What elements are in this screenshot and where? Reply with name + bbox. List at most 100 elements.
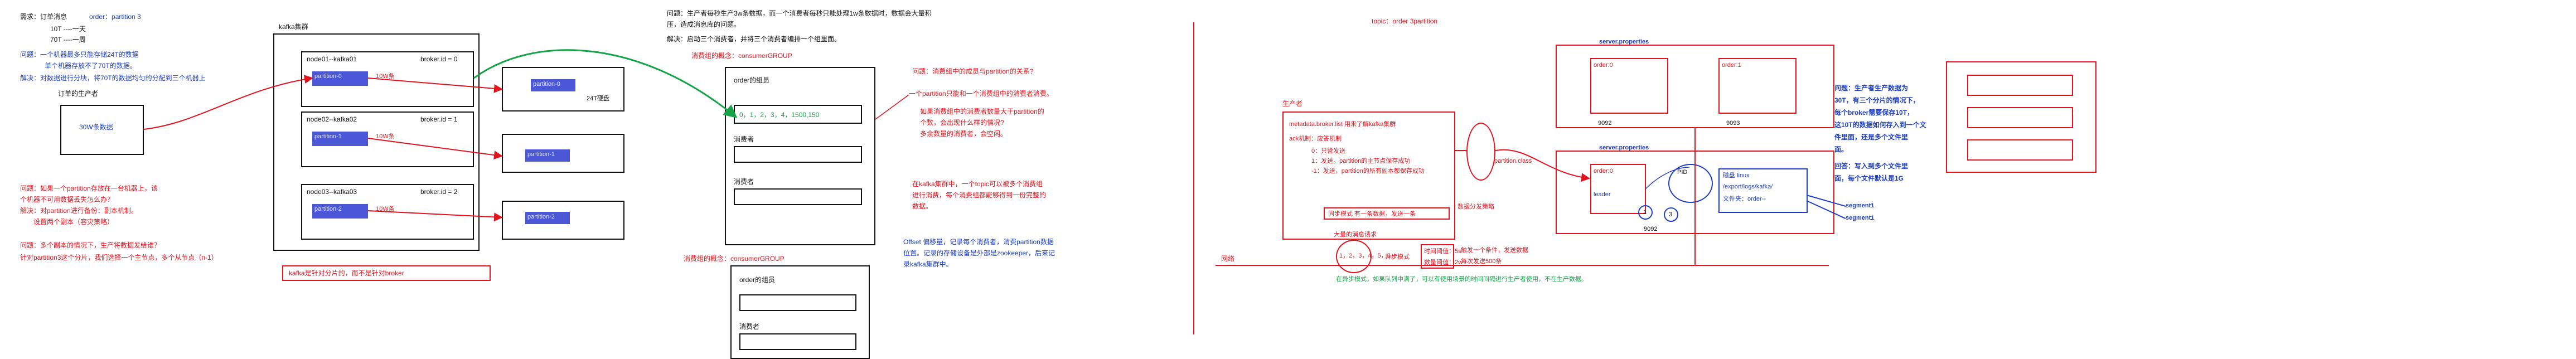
async-queue-oval: 1，2，3，4，5，6， [1336, 240, 1397, 273]
count-threshold: 数量阈值：2w [1424, 259, 1463, 266]
rule-extra-consumers: 如果消费组中的消费者数量大于partition的 [920, 108, 1044, 115]
partition-0-count: 10W条 [376, 73, 395, 80]
replica-1-box: partition-1 [502, 134, 624, 173]
p1-replica-line [367, 138, 503, 160]
rule-one-partition: 一个partition只能和一个消费组中的消费者消费。 [909, 90, 1053, 98]
consumer-group-1: order的组员 0，1，2，3，4，1500,150 消费者 消费者 [725, 67, 875, 245]
broker-node03: node03--kafka03 broker.id = 2 partition-… [301, 184, 474, 240]
topic-label: order：partition 3 [89, 13, 141, 21]
leader-label: leader [1594, 191, 1611, 198]
partition-note-box: kafka是针对分片的，而不是针对broker [282, 265, 491, 281]
node01-label: node01--kafka01 [307, 55, 357, 63]
dispatch-strategy: 数据分发策略 [1458, 203, 1494, 210]
order1: order:1 [1722, 62, 1741, 69]
rule-extra-consumers-3: 多余数量的消费者，会空闲。 [920, 130, 1008, 138]
segment-line-2 [1806, 200, 1846, 219]
backlog-question: 问题：生产者每秒生产3w条数据，而一个消费者每秒只能处理1w条数据时，数据会大量… [667, 9, 932, 17]
metadata-broker-list: metadata.broker.list 用来了解kafka集群 [1289, 121, 1396, 128]
rule-extra-consumers-2: 个数，会出现什么样的情况? [920, 119, 1004, 127]
question-storage-2: 单个机器存放不了70T的数据。 [45, 62, 137, 70]
partition-note: kafka是针对分片的，而不是针对broker [289, 269, 404, 277]
group-2-consumer-a [739, 294, 856, 311]
partition-2-bar [312, 204, 368, 219]
linux-disk-dir: 文件夹：order-- [1723, 196, 1766, 202]
async-queue-note: 在异步模式，如果队列中满了，可以有使用场景的时间间隔进行生产者使用，不在生产数据… [1336, 276, 1587, 283]
server-properties-a: server.properties [1599, 38, 1649, 45]
replica-1-bar [525, 149, 570, 162]
group-1-offsets: 0，1，2，3，4，1500,150 [739, 111, 820, 119]
solution-leader: 针对partition3这个分片，我们选择一个主节点，多个从节点（n-1） [20, 254, 218, 261]
segment-answer: 回答：写入到多个文件里 [1834, 162, 1909, 170]
partition-1-count: 10W条 [376, 133, 395, 140]
group-1-consumer-c [734, 188, 862, 205]
pid-label: PID [1677, 169, 1688, 176]
ack-1: 1：发送，partition的主节点保存成功 [1311, 158, 1411, 164]
node03-label: node03--kafka03 [307, 188, 357, 196]
segment-a: segment1 [1846, 202, 1875, 209]
partition-1-bar [312, 132, 368, 146]
port-9092-a: 9092 [1598, 120, 1612, 127]
requirement-label: 需求：订单消息 [20, 13, 67, 21]
group-1-consumer-label-c: 消费者 [734, 178, 754, 186]
producer-to-cluster-line [143, 75, 313, 130]
question-replica: 问题：如果一个partition存放在一台机器上，该 [20, 185, 158, 192]
linux-disk-title: 磁盘 linux [1723, 172, 1750, 179]
segment-b: segment1 [1846, 215, 1875, 221]
group-rule-line [875, 94, 909, 120]
far-right-segment-1 [1967, 75, 2073, 96]
partition-class-oval [1466, 123, 1495, 181]
replica-0-disk: 24T硬盘 [587, 95, 609, 102]
pid-oval: PID [1668, 164, 1713, 203]
solution-sharding: 解决：对数据进行分块，将70T的数据均匀的分配到三个机器上 [20, 74, 206, 82]
broker-node02: node02--kafka02 broker.id = 1 partition-… [301, 111, 474, 167]
broker-node01: node01--kafka01 broker.id = 0 partition-… [301, 51, 474, 107]
time-threshold: 时间阈值：5s [1424, 248, 1461, 255]
volume-week: 70T ----一周 [50, 36, 86, 43]
group-2-consumer-b [739, 333, 856, 350]
replica-0-bar [531, 79, 575, 91]
consumer-group-concept-1: 消费组的概念：consumerGROUP [691, 52, 792, 60]
backlog-solution: 解决：启动三个消费者，并将三个消费者编排一个组里面。 [667, 35, 841, 43]
async-mode-label: 异步模式 [1385, 254, 1410, 260]
broker-a-box: server.properties order:0 9092 order:1 9… [1556, 38, 1834, 128]
p0-replica-line [367, 77, 503, 93]
broker-a-partition0: order:0 [1590, 58, 1668, 114]
broker-b-partition0: order:0 leader [1590, 164, 1646, 214]
broker-id-1: broker.id = 1 [420, 115, 458, 123]
step-1-marker: 1 [1638, 205, 1653, 220]
solution-replica: 解决：对partition进行备份：副本机制。 [20, 207, 138, 215]
group-1-consumer-label-b: 消费者 [734, 135, 754, 143]
async-seq: 1，2，3，4，5，6， [1339, 253, 1397, 259]
group-2-consumer-label: 消费者 [739, 323, 760, 331]
question-leader: 问题：多个副本的情况下，生产将数据发给谁？ [20, 241, 161, 249]
node02-label: node02--kafka02 [307, 115, 357, 123]
replica-2-label: partition-2 [527, 214, 555, 220]
question-storage: 问题：一个机器最多只能存储24T的数据 [20, 51, 139, 59]
group-1-consumer-b [734, 146, 862, 163]
group-1-title: order的组员 [734, 76, 770, 84]
segment-question-4: 这10T的数据如何存入到一个文 [1834, 121, 1926, 129]
producer-box: 30W条数据 [60, 105, 144, 155]
sync-mode-box: 同步模式 有一条数据，发送一条 [1324, 207, 1450, 220]
group-2-title: order的组员 [739, 276, 776, 284]
port-9093: 9093 [1726, 120, 1740, 127]
step-3-marker: 3 [1664, 207, 1678, 222]
partition-2-count: 10W条 [376, 206, 395, 212]
consumer-group-concept-2: 消费组的概念：consumerGROUP [684, 255, 785, 263]
topic-order-label: topic：order 3partition [1372, 17, 1438, 25]
segment-question: 问题：生产者生产数据为 [1834, 84, 1909, 92]
rule-multi-group: 在kafka集群中，一个topic可以被多个消费组 [912, 180, 1043, 188]
solution-replica-2: 设置两个副本（容灾策略） [33, 218, 114, 226]
consumer-group-2: order的组员 消费者 [730, 265, 870, 359]
green-consume-line [473, 49, 738, 118]
replica-0-box: partition-0 24T硬盘 [502, 67, 624, 111]
rule-multi-group-3: 数据。 [912, 202, 933, 210]
server-properties-b: server.properties [1599, 144, 1649, 151]
group-partition-question: 问题：消费组中的成员与partition的关系? [912, 67, 1034, 75]
batch-size-note: 每次发送500条 [1461, 258, 1502, 265]
leader-pid-curve [1644, 167, 1690, 190]
segment-question-6: 面。 [1834, 145, 1848, 153]
linux-disk-path: /export/logs/kafka/ [1723, 183, 1773, 190]
sync-mode: 同步模式 有一条数据，发送一条 [1328, 211, 1416, 217]
order0-a: order:0 [1594, 62, 1613, 69]
